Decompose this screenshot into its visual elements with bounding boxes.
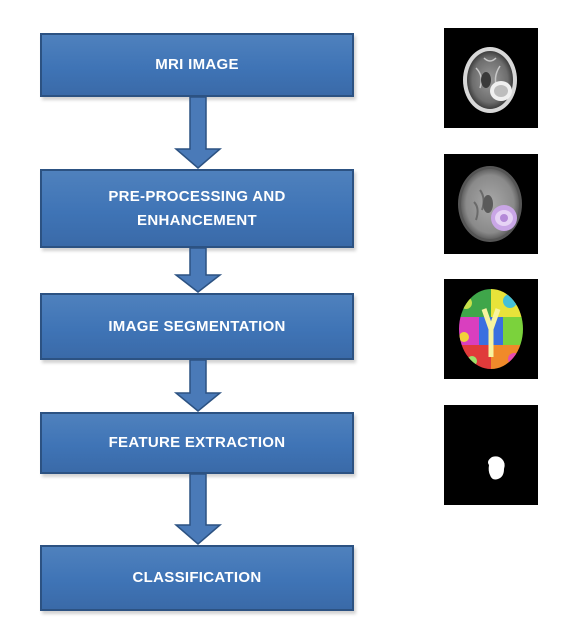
segmented-brain-color-map-icon xyxy=(444,279,538,379)
step-feature-extraction: FEATURE EXTRACTION xyxy=(40,412,354,474)
step-image-segmentation: IMAGE SEGMENTATION xyxy=(40,293,354,360)
extracted-tumor-mask-icon xyxy=(444,405,538,505)
brain-mri-scan-icon xyxy=(444,28,538,128)
step-mri-image: MRI IMAGE xyxy=(40,33,354,97)
step-pre-processing-enhancement: PRE-PROCESSING AND ENHANCEMENT xyxy=(40,169,354,248)
arrow-down-icon xyxy=(173,474,223,545)
arrow-down-icon xyxy=(173,360,223,412)
arrow-down-icon xyxy=(173,248,223,293)
step-classification: CLASSIFICATION xyxy=(40,545,354,611)
arrow-down-icon xyxy=(173,97,223,169)
enhanced-brain-mri-icon xyxy=(444,154,538,254)
